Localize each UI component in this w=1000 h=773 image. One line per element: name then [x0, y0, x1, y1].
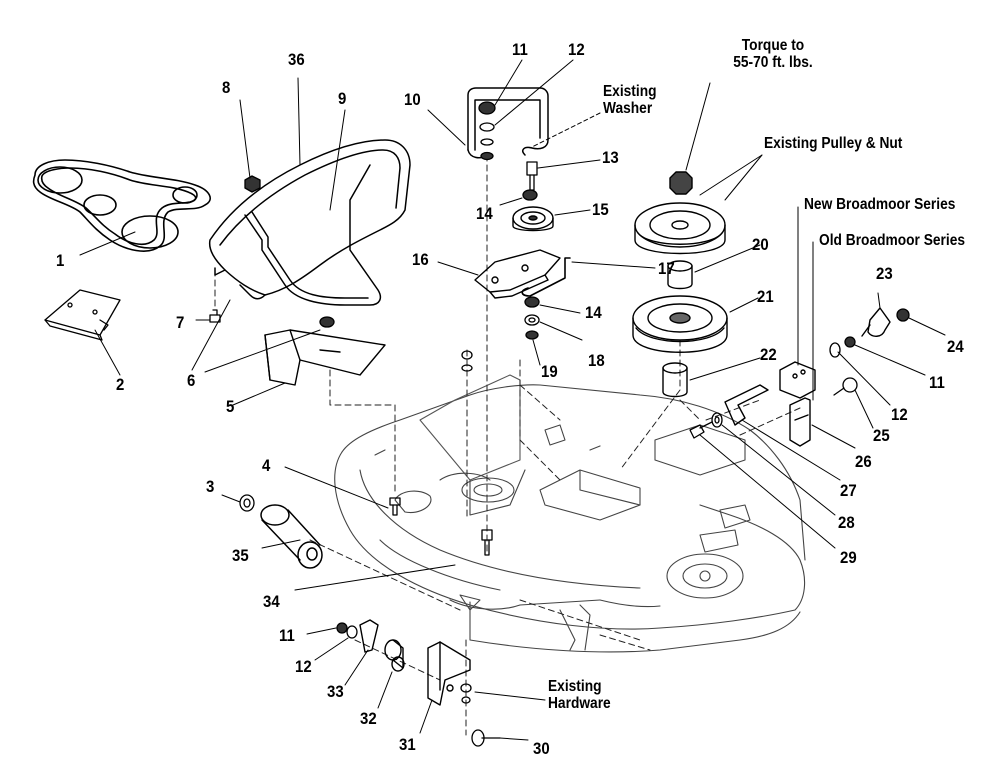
pulley-21 — [632, 295, 728, 353]
callout-19: 19 — [541, 362, 558, 381]
callout-5: 5 — [226, 397, 235, 416]
callout-9: 9 — [338, 89, 347, 108]
callout-30: 30 — [533, 739, 550, 758]
callout-25: 25 — [873, 426, 890, 445]
callout-28: 28 — [838, 513, 855, 532]
callout-12-bottom: 12 — [295, 657, 312, 676]
callout-10: 10 — [404, 90, 421, 109]
note-existing-pulley: Existing Pulley & Nut — [764, 135, 903, 152]
wing-nut-23 — [861, 307, 891, 337]
callout-14-lower: 14 — [585, 303, 602, 322]
nut-8 — [244, 175, 261, 193]
callout-4: 4 — [262, 456, 271, 475]
spring-hook-17 — [521, 257, 571, 297]
note-existing-hardware: Existing Hardware — [548, 678, 611, 712]
callout-3: 3 — [206, 477, 215, 496]
idler-arm-16 — [474, 249, 561, 299]
callout-2: 2 — [116, 375, 125, 394]
bolt-25 — [833, 377, 858, 396]
belt — [32, 159, 211, 252]
callout-36: 36 — [288, 50, 305, 69]
nut-14-lower — [524, 296, 540, 308]
washer-12-top — [479, 122, 495, 161]
note-existing-hardware-line-2: Hardware — [548, 695, 611, 712]
washer-12-right — [829, 342, 841, 358]
callout-34: 34 — [263, 592, 280, 611]
callout-12-right: 12 — [891, 405, 908, 424]
callout-17: 17 — [658, 259, 675, 278]
callout-18: 18 — [588, 351, 605, 370]
bolt-4 — [389, 497, 401, 516]
note-torque-line-2: 55-70 ft. lbs. — [733, 54, 813, 71]
callout-6: 6 — [187, 371, 196, 390]
bolt-34 — [481, 529, 493, 556]
note-torque-line-1: Torque to — [741, 37, 805, 54]
callout-21: 21 — [757, 287, 774, 306]
top-nuts — [461, 350, 473, 372]
callout-11-top: 11 — [512, 40, 528, 59]
callout-32: 32 — [360, 709, 377, 728]
hardware-existing — [460, 683, 472, 704]
belt-cover — [208, 139, 411, 300]
callout-15: 15 — [592, 200, 609, 219]
nut-6 — [319, 316, 335, 328]
spring-bracket — [467, 87, 549, 159]
washer-18 — [524, 314, 540, 326]
nut-11-top — [478, 101, 496, 115]
callout-33: 33 — [327, 682, 344, 701]
callout-8: 8 — [222, 78, 231, 97]
idler-pulley-15 — [512, 206, 554, 232]
callout-29: 29 — [840, 548, 857, 567]
bushing-32 — [384, 639, 405, 672]
bracket-31 — [427, 641, 471, 706]
note-existing-washer-line-1: Existing — [603, 83, 657, 100]
lever-27 — [724, 384, 769, 426]
existing-pulley — [634, 171, 726, 255]
callout-24: 24 — [947, 337, 964, 356]
washer-28 — [711, 412, 723, 428]
callout-13: 13 — [602, 148, 619, 167]
bolt-30 — [471, 729, 501, 747]
nut-19 — [525, 330, 539, 340]
belt-guide-plate — [44, 289, 121, 341]
callout-26: 26 — [855, 452, 872, 471]
bolt-13 — [526, 161, 538, 191]
nut-24 — [896, 308, 910, 322]
clip-33 — [359, 619, 379, 653]
note-old-series: Old Broadmoor Series — [819, 232, 966, 249]
spacer-22 — [662, 362, 688, 398]
callout-1: 1 — [56, 251, 65, 270]
roller-nut-3 — [239, 494, 255, 512]
leader-lines — [79, 59, 946, 741]
callout-31: 31 — [399, 735, 416, 754]
callout-35: 35 — [232, 546, 249, 565]
callout-22: 22 — [760, 345, 777, 364]
mower-deck — [334, 374, 806, 653]
spacer-20 — [667, 260, 693, 290]
washer-12-bottom — [346, 625, 358, 639]
note-existing-washer: Existing Washer — [603, 83, 657, 117]
cover-rod — [244, 164, 382, 306]
nut-11-right — [844, 336, 856, 348]
guard-bracket — [264, 329, 386, 386]
callout-23: 23 — [876, 264, 893, 283]
nut-11-bottom — [336, 622, 348, 634]
callout-11-bottom: 11 — [279, 626, 295, 645]
roller-35 — [260, 504, 323, 569]
bracket-26 — [779, 361, 816, 447]
callout-12-top: 12 — [568, 40, 585, 59]
callout-7: 7 — [176, 313, 185, 332]
callout-16: 16 — [412, 250, 429, 269]
note-new-series: New Broadmoor Series — [804, 196, 956, 213]
callout-20: 20 — [752, 235, 769, 254]
callout-11-right: 11 — [929, 373, 945, 392]
note-existing-hardware-line-1: Existing — [548, 678, 602, 695]
nut-14-upper — [522, 189, 538, 201]
callout-27: 27 — [840, 481, 857, 500]
note-torque: Torque to 55-70 ft. lbs. — [713, 37, 833, 71]
callout-14-upper: 14 — [476, 204, 493, 223]
bolt-29 — [689, 421, 713, 439]
note-existing-washer-line-2: Washer — [603, 100, 653, 117]
